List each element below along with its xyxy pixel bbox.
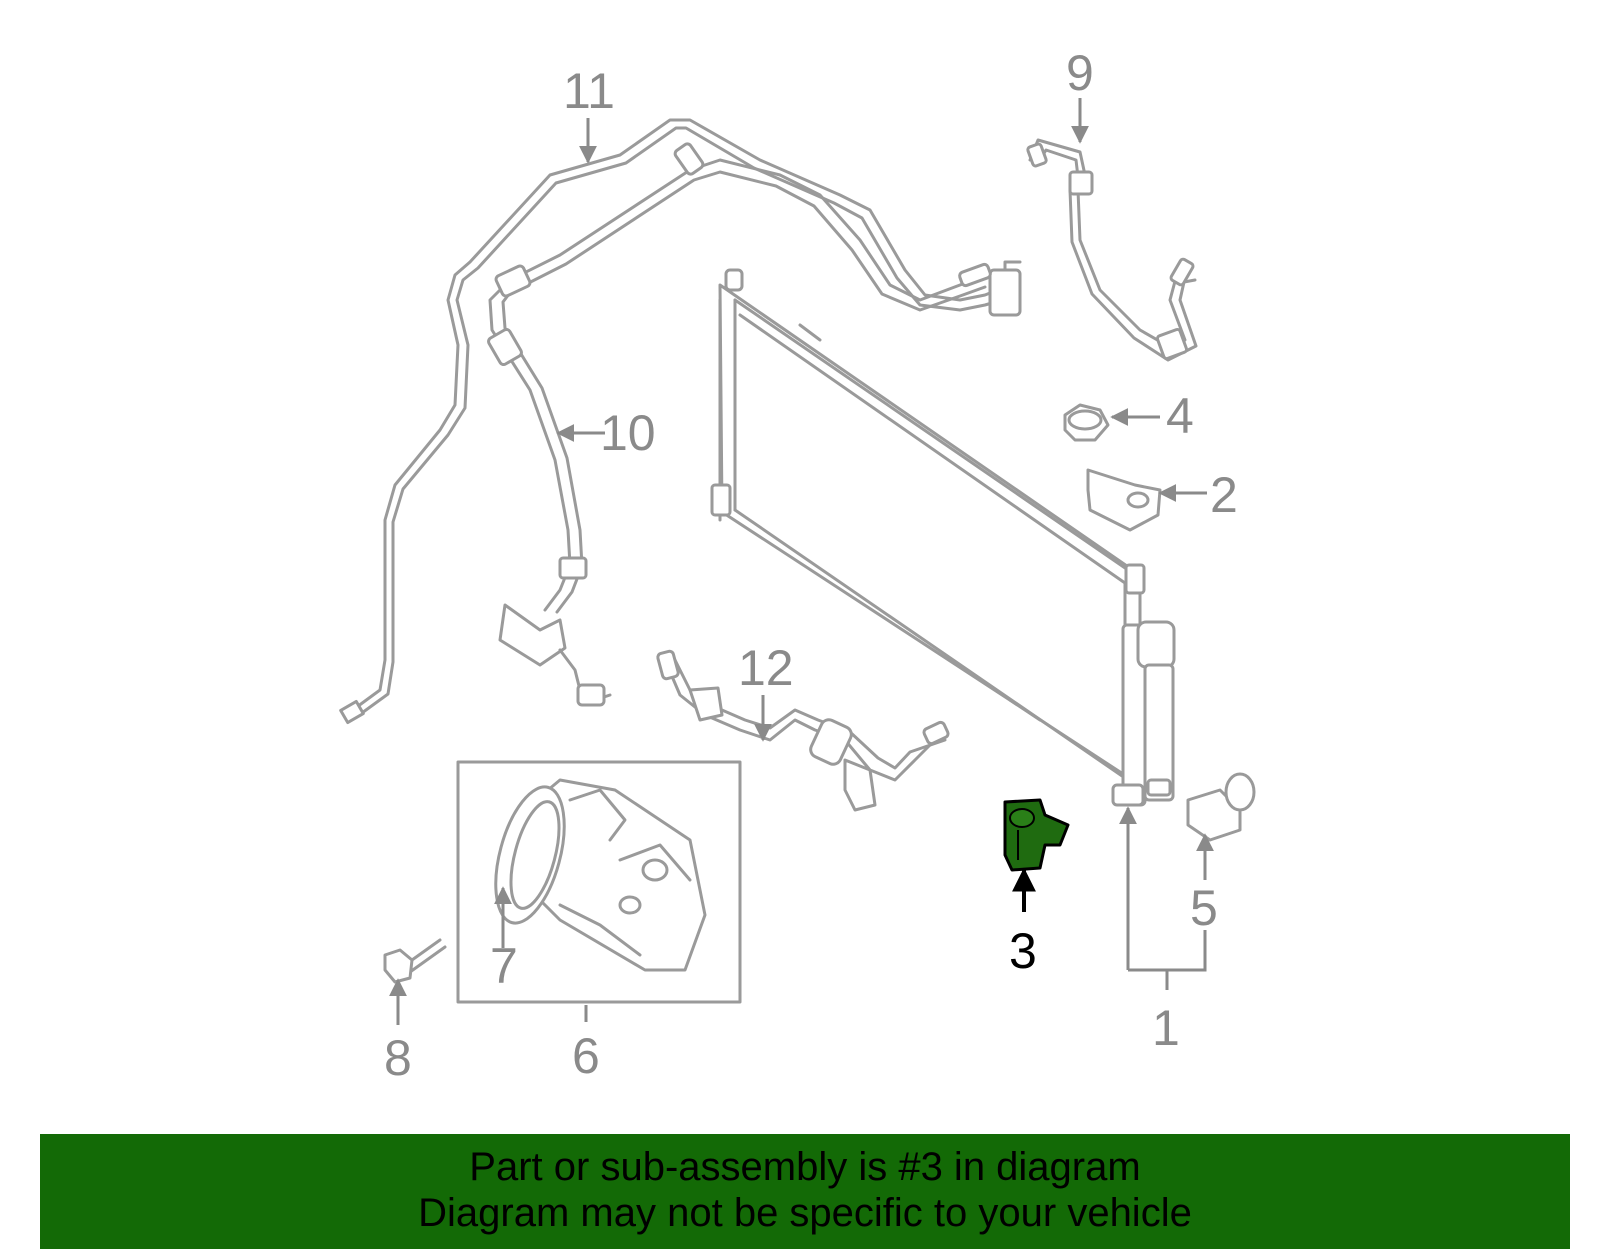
part-11-branch <box>498 142 992 312</box>
label-5: 5 <box>1190 880 1218 936</box>
part-8-bolt[interactable] <box>383 938 447 984</box>
part-2-bracket[interactable] <box>1086 468 1162 532</box>
label-11: 11 <box>563 63 615 119</box>
label-3: 3 <box>1009 923 1037 979</box>
label-1: 1 <box>1152 1000 1180 1056</box>
label-2: 2 <box>1210 467 1238 523</box>
label-4: 4 <box>1166 388 1194 444</box>
banner-line-1: Part or sub-assembly is #3 in diagram <box>469 1145 1141 1189</box>
label-7: 7 <box>490 938 518 994</box>
part-11-hose[interactable] <box>339 118 1022 725</box>
part-12-pipe[interactable] <box>656 649 950 812</box>
part-4-nut[interactable] <box>1063 403 1110 442</box>
part-10-hose[interactable] <box>487 264 612 707</box>
part-6-compressor-box[interactable] <box>456 760 742 1004</box>
leader-lines <box>389 98 1214 1025</box>
label-12: 12 <box>738 640 794 696</box>
part-1-condenser[interactable] <box>710 268 1176 807</box>
part-9-pipe[interactable] <box>1026 138 1198 362</box>
part-5-sensor[interactable] <box>1186 772 1256 842</box>
banner-line-2: Diagram may not be specific to your vehi… <box>418 1191 1192 1235</box>
label-8: 8 <box>384 1030 412 1086</box>
label-6: 6 <box>572 1028 600 1084</box>
info-banner: Part or sub-assembly is #3 in diagram Di… <box>40 1134 1570 1249</box>
label-9: 9 <box>1066 45 1094 101</box>
part-3-highlighted[interactable] <box>1003 798 1070 872</box>
label-10: 10 <box>600 405 656 461</box>
